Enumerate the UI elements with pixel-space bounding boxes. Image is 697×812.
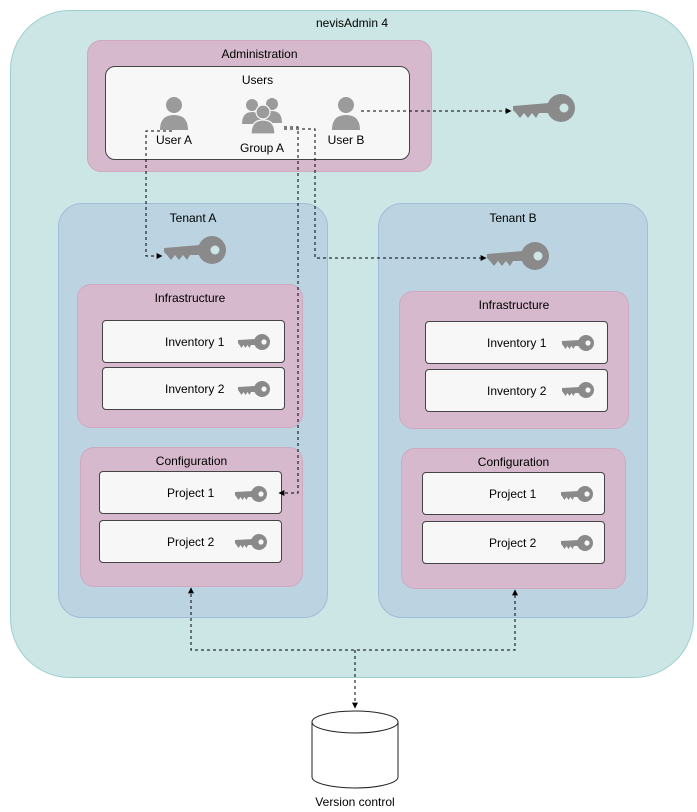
key-icon <box>562 335 594 351</box>
inventory-label: Inventory 2 <box>165 381 225 396</box>
project-label: Project 1 <box>489 486 537 501</box>
user-icon <box>160 97 188 130</box>
user-b-label: User B <box>327 133 365 147</box>
connector-group-a-project <box>278 126 299 496</box>
inventory-item[interactable]: Inventory 2 <box>102 367 285 410</box>
users-title: Users <box>241 73 274 87</box>
infrastructure-title: Infrastructure <box>478 298 550 312</box>
tenant-a-title: Tenant A <box>169 211 217 225</box>
key-icon <box>238 334 270 350</box>
user-icon <box>332 97 360 130</box>
inventory-label: Inventory 1 <box>165 334 225 349</box>
user-a-label: User A <box>155 133 192 147</box>
project-item[interactable]: Project 1 <box>422 472 605 515</box>
key-icon <box>235 486 267 502</box>
group-a-label: Group A <box>239 141 285 155</box>
inventory-label: Inventory 2 <box>487 383 547 398</box>
connector-user-a-tenant-a <box>145 130 172 259</box>
system-title: nevisAdmin 4 <box>315 16 389 30</box>
connector-configurations <box>188 587 518 651</box>
inventory-label: Inventory 1 <box>487 335 547 350</box>
version-control-label: Version control <box>315 795 395 809</box>
configuration-title: Configuration <box>477 455 550 469</box>
project-label: Project 2 <box>167 534 215 549</box>
database-icon <box>311 710 399 789</box>
key-icon <box>561 535 593 551</box>
key-icon <box>561 486 593 502</box>
key-icon <box>238 381 270 397</box>
tenant-a-configuration: Configuration <box>80 447 303 587</box>
key-icon <box>164 236 226 264</box>
administration-title: Administration <box>221 47 298 61</box>
connector-group-a-tenant-b <box>284 128 487 261</box>
key-icon <box>513 94 575 122</box>
project-label: Project 2 <box>489 535 537 550</box>
tenant-b-title: Tenant B <box>489 211 537 225</box>
key-icon <box>562 382 594 398</box>
tenant-b-configuration: Configuration <box>401 448 626 589</box>
project-label: Project 1 <box>167 485 215 500</box>
infrastructure-title: Infrastructure <box>154 291 226 305</box>
configuration-title: Configuration <box>155 454 228 468</box>
key-icon <box>235 534 267 550</box>
group-icon <box>242 98 282 134</box>
key-icon <box>487 242 549 270</box>
